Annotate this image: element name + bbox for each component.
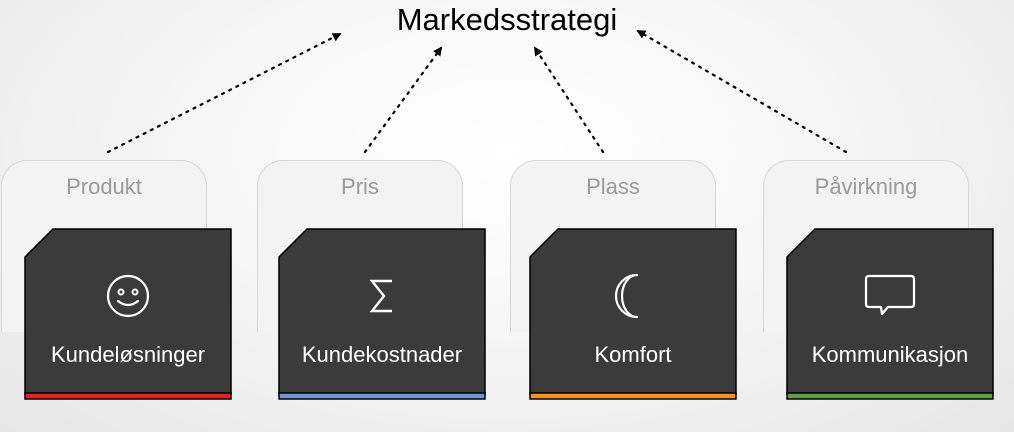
card-kundelosninger: Kundeløsninger <box>24 228 232 401</box>
accent-bar <box>529 392 737 400</box>
arrow-produkt <box>106 32 342 154</box>
card-label: Kundekostnader <box>301 342 463 367</box>
arrow-pris <box>363 46 443 154</box>
accent-bar <box>24 392 232 400</box>
card-kundekostnader: Kundekostnader <box>278 228 486 401</box>
card-label: Kundeløsninger <box>50 342 206 367</box>
crescent-moon-icon <box>529 272 737 320</box>
card-label: Komfort <box>594 342 672 367</box>
card-kommunikasjon: Kommunikasjon <box>786 228 994 401</box>
sigma-icon <box>278 272 486 320</box>
category-label: Produkt <box>66 174 142 199</box>
category-label: Påvirkning <box>814 174 918 199</box>
speech-bubble-icon <box>786 272 994 320</box>
card-label: Kommunikasjon <box>811 342 969 367</box>
accent-bar <box>786 392 994 400</box>
arrow-plass <box>533 46 605 154</box>
smiley-icon <box>24 272 232 320</box>
card-komfort: Komfort <box>529 228 737 401</box>
category-label: Plass <box>586 174 640 199</box>
diagram-title: Markedsstrategi <box>396 2 618 37</box>
arrow-pavirkning <box>636 29 848 154</box>
accent-bar <box>278 392 486 400</box>
category-label: Pris <box>341 174 379 199</box>
